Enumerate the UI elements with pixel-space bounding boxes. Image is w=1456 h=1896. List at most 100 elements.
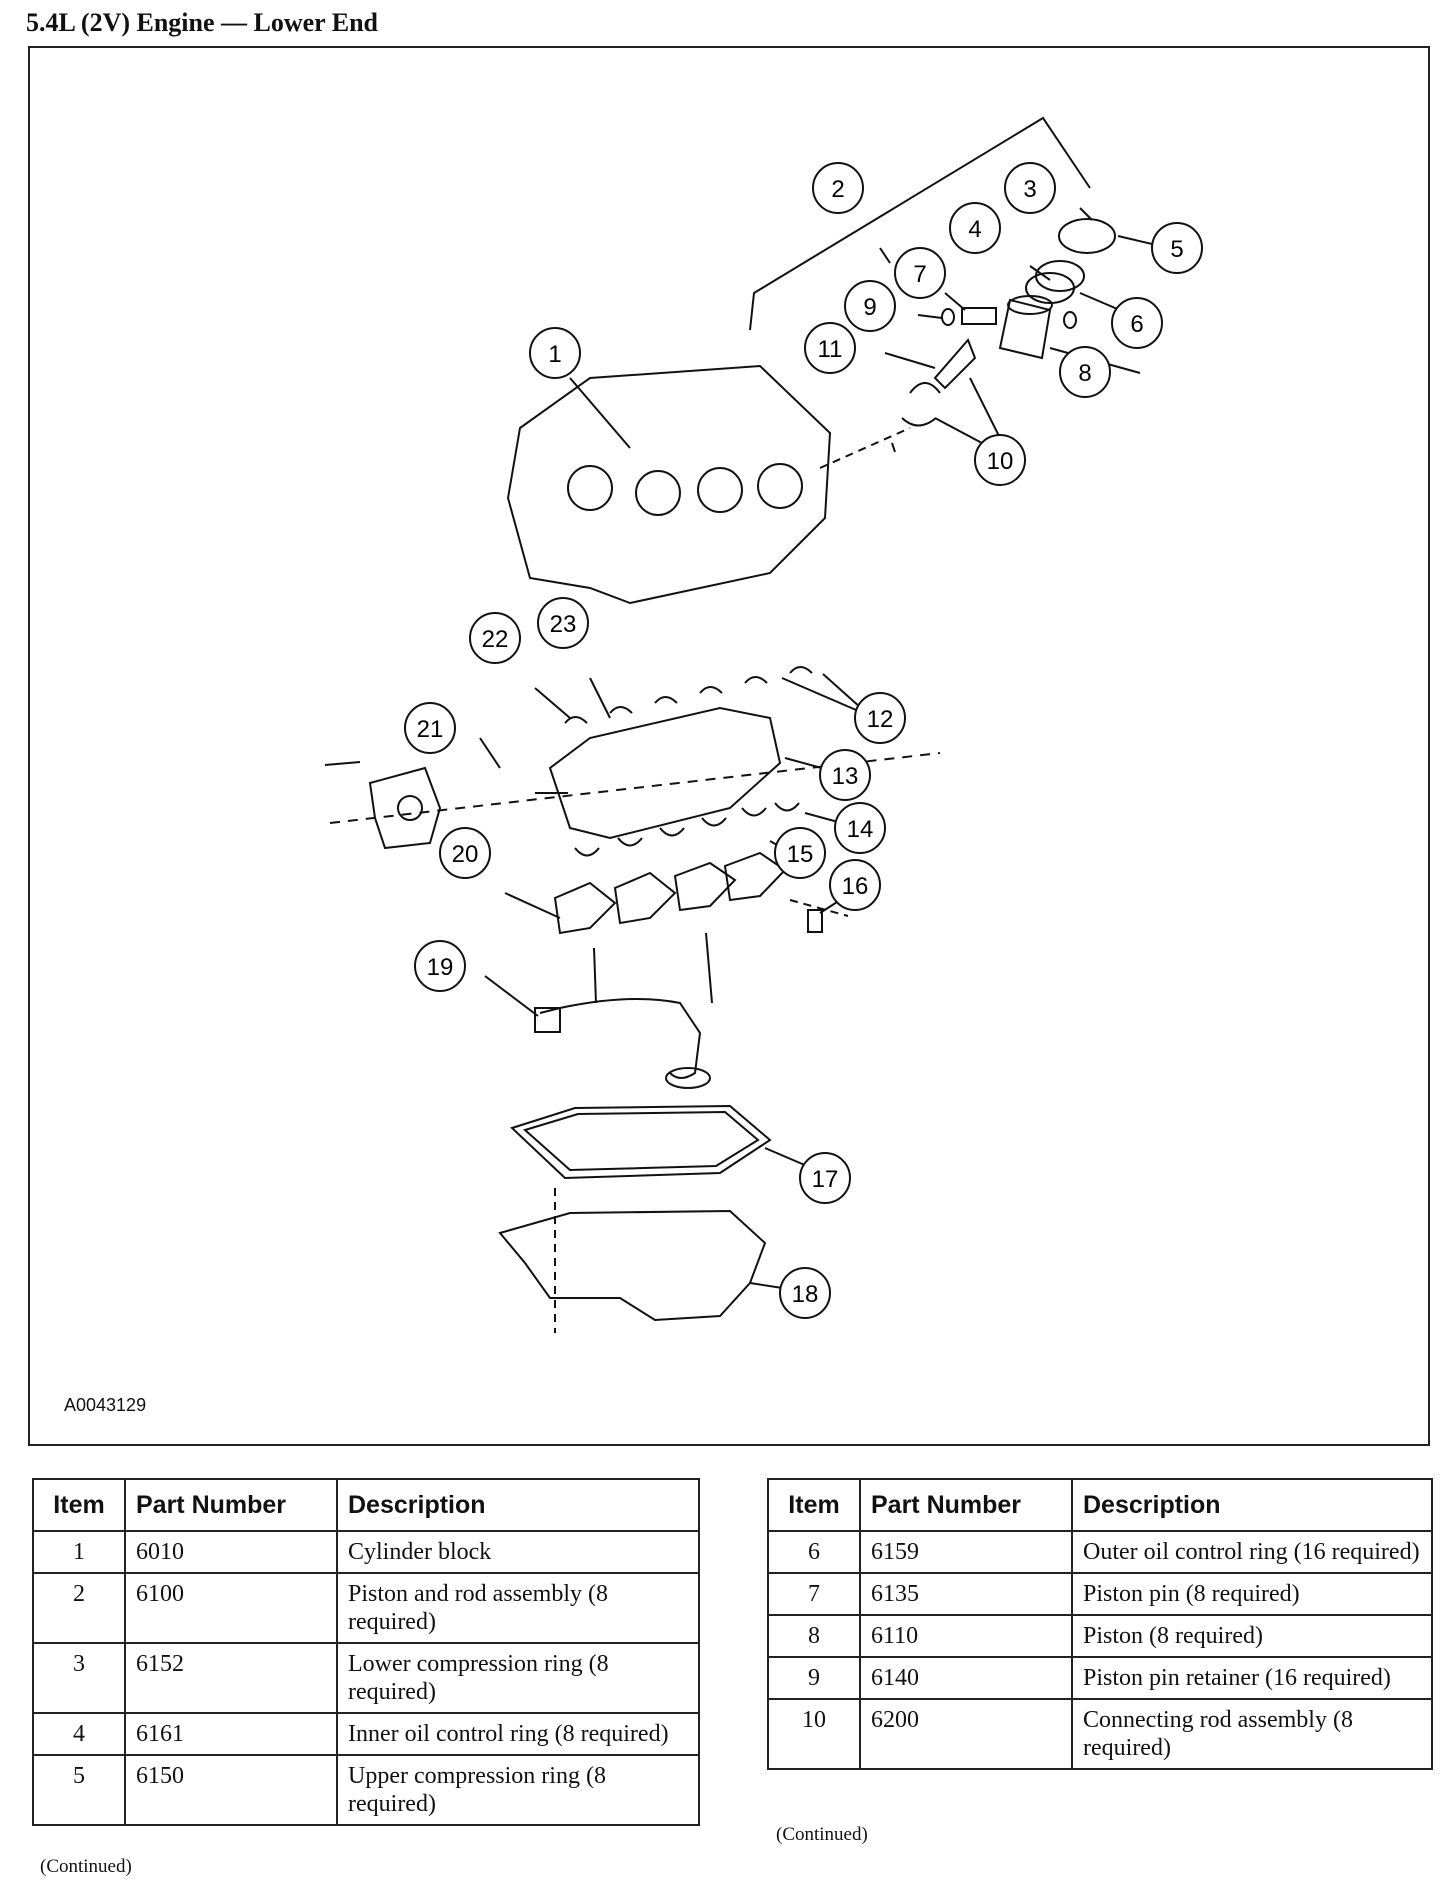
piston-top bbox=[1007, 295, 1053, 315]
item-cell: 3 bbox=[32, 1642, 126, 1714]
description-cell: Piston and rod assembly (8 required) bbox=[336, 1572, 700, 1644]
callout-8: 8 bbox=[1059, 346, 1111, 398]
pickup-screen bbox=[665, 1067, 711, 1089]
callout-19-label: 19 bbox=[427, 954, 454, 981]
cap-bolt-shape bbox=[807, 909, 823, 933]
callout-16-label: 16 bbox=[842, 873, 869, 900]
part-number-cell: 6010 bbox=[124, 1530, 338, 1574]
stud-left bbox=[593, 947, 597, 1004]
pickup-flange bbox=[534, 1007, 561, 1033]
callout-4-label: 4 bbox=[968, 216, 981, 243]
part-number-cell: 6140 bbox=[859, 1656, 1073, 1700]
description-cell: Piston pin (8 required) bbox=[1071, 1572, 1433, 1616]
part-number-cell: 6200 bbox=[859, 1698, 1073, 1770]
callout-1-label: 1 bbox=[548, 341, 561, 368]
callout-12-label: 12 bbox=[867, 706, 894, 733]
callout-6-label: 6 bbox=[1130, 311, 1143, 338]
stud-right bbox=[705, 932, 713, 1004]
description-cell: Piston pin retainer (16 required) bbox=[1071, 1656, 1433, 1700]
description-cell: Connecting rod assembly (8 required) bbox=[1071, 1698, 1433, 1770]
bore-1 bbox=[567, 465, 613, 511]
callout-3-label: 3 bbox=[1023, 176, 1036, 203]
exploded-diagram: 1 2 3 4 5 6 7 8 9 10 11 12 13 14 15 16 1… bbox=[28, 46, 1430, 1446]
header-item: Item bbox=[32, 1478, 126, 1532]
item-cell: 9 bbox=[767, 1656, 861, 1700]
block-centerline bbox=[819, 427, 911, 469]
description-cell: Lower compression ring (8 required) bbox=[336, 1642, 700, 1714]
ring-6-shape bbox=[1025, 272, 1075, 304]
description-cell: Inner oil control ring (8 required) bbox=[336, 1712, 700, 1756]
callout-5: 5 bbox=[1151, 222, 1203, 274]
callout-5-label: 5 bbox=[1170, 236, 1183, 263]
part-number-cell: 6150 bbox=[124, 1754, 338, 1826]
callout-6: 6 bbox=[1111, 297, 1163, 349]
callout-20: 20 bbox=[439, 827, 491, 879]
description-cell: Piston (8 required) bbox=[1071, 1614, 1433, 1658]
callout-22-label: 22 bbox=[482, 626, 509, 653]
crankshaft-shape bbox=[548, 706, 782, 840]
header-description: Description bbox=[1071, 1478, 1433, 1532]
oil-pump-shape bbox=[368, 766, 442, 850]
oil-pump-bolt bbox=[324, 761, 361, 766]
part-number-cell: 6152 bbox=[124, 1642, 338, 1714]
page-title: 5.4L (2V) Engine — Lower End bbox=[26, 8, 379, 37]
callout-21-label: 21 bbox=[417, 716, 444, 743]
connecting-rod-shape bbox=[933, 338, 977, 390]
assembly-bracket bbox=[749, 116, 1091, 331]
figure-id: A0043129 bbox=[64, 1395, 147, 1415]
callout-2: 2 bbox=[812, 162, 864, 214]
callout-15: 15 bbox=[774, 827, 826, 879]
part-number-cell: 6161 bbox=[124, 1712, 338, 1756]
callout-18-label: 18 bbox=[792, 1281, 819, 1308]
oil-pan-gasket-shape bbox=[510, 1104, 772, 1180]
callout-3: 3 bbox=[1004, 162, 1056, 214]
callout-13: 13 bbox=[819, 749, 871, 801]
item-cell: 5 bbox=[32, 1754, 126, 1826]
callout-10: 10 bbox=[974, 434, 1026, 486]
callout-13-label: 13 bbox=[832, 763, 859, 790]
callout-7-label: 7 bbox=[913, 261, 926, 288]
diagram-drawing: 1 2 3 4 5 6 7 8 9 10 11 12 13 14 15 16 1… bbox=[324, 116, 1203, 1333]
callout-22: 22 bbox=[469, 612, 521, 664]
part-number-cell: 6110 bbox=[859, 1614, 1073, 1658]
callout-20-label: 20 bbox=[452, 841, 479, 868]
piston-pin-shape bbox=[961, 307, 997, 325]
header-item: Item bbox=[767, 1478, 861, 1532]
callout-18: 18 bbox=[779, 1267, 831, 1319]
item-cell: 7 bbox=[767, 1572, 861, 1616]
bore-3 bbox=[697, 467, 743, 513]
callout-14-label: 14 bbox=[847, 816, 874, 843]
part-number-cell: 6159 bbox=[859, 1530, 1073, 1574]
callout-19: 19 bbox=[414, 940, 466, 992]
callout-4: 4 bbox=[949, 202, 1001, 254]
description-cell: Cylinder block bbox=[336, 1530, 700, 1574]
item-cell: 4 bbox=[32, 1712, 126, 1756]
callout-14: 14 bbox=[834, 802, 886, 854]
oil-pan-gasket-inner bbox=[522, 1110, 760, 1172]
item-cell: 10 bbox=[767, 1698, 861, 1770]
piston-shape bbox=[998, 298, 1052, 360]
item-cell: 2 bbox=[32, 1572, 126, 1644]
callout-17: 17 bbox=[799, 1152, 851, 1204]
part-number-cell: 6135 bbox=[859, 1572, 1073, 1616]
pin-retainer-shape-2 bbox=[1063, 311, 1077, 329]
upper-main-bearings bbox=[564, 666, 813, 724]
item-cell: 8 bbox=[767, 1614, 861, 1658]
lower-main-bearings bbox=[574, 802, 800, 857]
description-cell: Outer oil control ring (16 required) bbox=[1071, 1530, 1433, 1574]
table-header-row: Item Part Number Description bbox=[32, 1478, 700, 1532]
item-cell: 1 bbox=[32, 1530, 126, 1574]
bore-4 bbox=[757, 463, 803, 509]
oil-pickup-tube bbox=[539, 998, 702, 1079]
ring-5-shape bbox=[1058, 218, 1116, 254]
callout-11-label: 11 bbox=[818, 336, 843, 363]
callout-17-label: 17 bbox=[812, 1166, 839, 1193]
